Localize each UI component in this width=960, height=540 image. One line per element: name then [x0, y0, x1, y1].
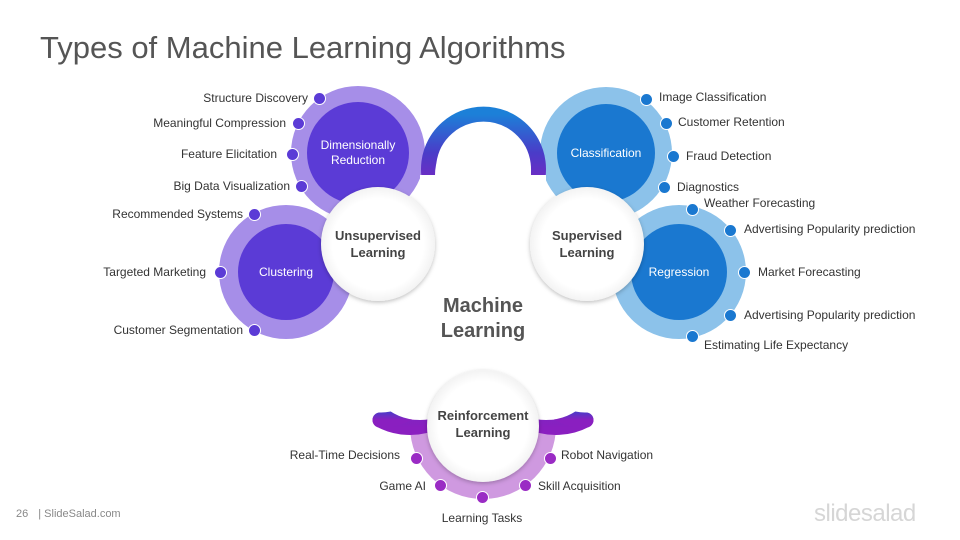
leaf-dot: [724, 224, 737, 237]
leaf-dot: [286, 148, 299, 161]
center-line2: Learning: [440, 320, 526, 342]
dimensionality-line2: Reduction: [330, 153, 386, 167]
leaf-meaningful-compression: Meaningful Compression: [153, 116, 286, 130]
reinforcement-circle: [427, 370, 539, 482]
leaf-dot: [686, 330, 699, 343]
brand-logo: slidesalad: [814, 500, 916, 527]
leaf-dot: [248, 324, 261, 337]
reinforcement-line1: Reinforcement: [437, 408, 529, 423]
regression-label: Regression: [648, 264, 710, 279]
unsupervised-circle: [321, 187, 435, 301]
leaf-dot: [640, 93, 653, 106]
supervised-line2: Learning: [559, 245, 615, 260]
leaf-skill-acquisition: Skill Acquisition: [538, 479, 621, 493]
leaf-feature-elicitation: Feature Elicitation: [180, 147, 277, 161]
leaf-real-time-decisions: Real-Time Decisions: [289, 448, 400, 462]
leaf-dot: [667, 150, 680, 163]
center-body: [365, 127, 601, 420]
leaf-dot: [686, 203, 699, 216]
supervised-label: Supervised Learning: [532, 226, 642, 262]
page-number: 26: [16, 508, 29, 520]
leaf-dot: [519, 479, 532, 492]
reinforcement-label: Reinforcement Learning: [428, 406, 538, 442]
unsupervised-line1: Unsupervised: [335, 228, 421, 243]
leaf-dot: [410, 452, 423, 465]
leaf-dot: [660, 117, 673, 130]
reinforcement-line2: Learning: [455, 425, 511, 440]
leaf-advertising-popularity-2: Advertising Popularity prediction: [744, 308, 916, 322]
unsupervised-line2: Learning: [350, 245, 406, 260]
dimensionality-reduction-label: Dimensionally Reduction: [308, 133, 408, 173]
leaf-dot: [292, 117, 305, 130]
leaf-recommended-systems: Recommended Systems: [112, 207, 243, 221]
leaf-targeted-marketing: Targeted Marketing: [103, 265, 206, 279]
classification-label: Classification: [570, 145, 642, 160]
leaf-advertising-popularity-1: Advertising Popularity prediction: [744, 222, 916, 236]
leaf-dot: [248, 208, 261, 221]
leaf-big-data-visualization: Big Data Visualization: [173, 179, 290, 193]
dimensionality-line1: Dimensionally: [320, 138, 396, 152]
leaf-game-ai: Game AI: [379, 479, 426, 493]
leaf-fraud-detection: Fraud Detection: [686, 149, 772, 163]
leaf-dot: [658, 181, 671, 194]
unsupervised-label: Unsupervised Learning: [323, 226, 433, 262]
footer-site: | SlideSalad.com: [38, 508, 121, 520]
supervised-circle: [530, 187, 644, 301]
slide-title: Types of Machine Learning Algorithms: [40, 30, 566, 65]
footer: 26 | SlideSalad.com: [16, 508, 121, 520]
leaf-robot-navigation: Robot Navigation: [561, 448, 654, 462]
leaf-dot: [476, 491, 489, 504]
leaf-dot: [738, 266, 751, 279]
leaf-dot: [295, 180, 308, 193]
leaf-dot: [313, 92, 326, 105]
leaf-dot: [214, 266, 227, 279]
leaf-learning-tasks: Learning Tasks: [441, 511, 523, 525]
leaf-weather-forecasting: Weather Forecasting: [704, 196, 816, 210]
supervised-line1: Supervised: [551, 228, 623, 243]
center-line1: Machine: [442, 295, 524, 317]
clustering-core: [238, 224, 334, 320]
leaf-dot: [434, 479, 447, 492]
classification-core: [557, 104, 655, 202]
leaf-dot: [724, 309, 737, 322]
center-label: Machine Learning: [423, 294, 543, 344]
clustering-label: Clustering: [258, 264, 314, 279]
dimensionality-core: [307, 102, 409, 204]
regression-core: [631, 224, 727, 320]
leaf-market-forecasting: Market Forecasting: [758, 265, 861, 279]
leaf-dot: [544, 452, 557, 465]
leaf-image-classification: Image Classification: [659, 90, 767, 104]
leaf-customer-retention: Customer Retention: [678, 115, 785, 129]
leaf-diagnostics: Diagnostics: [677, 180, 740, 194]
leaf-customer-segmentation: Customer Segmentation: [113, 323, 243, 337]
leaf-estimating-life-expectancy: Estimating Life Expectancy: [704, 338, 849, 352]
leaf-structure-discovery: Structure Discovery: [203, 91, 308, 105]
